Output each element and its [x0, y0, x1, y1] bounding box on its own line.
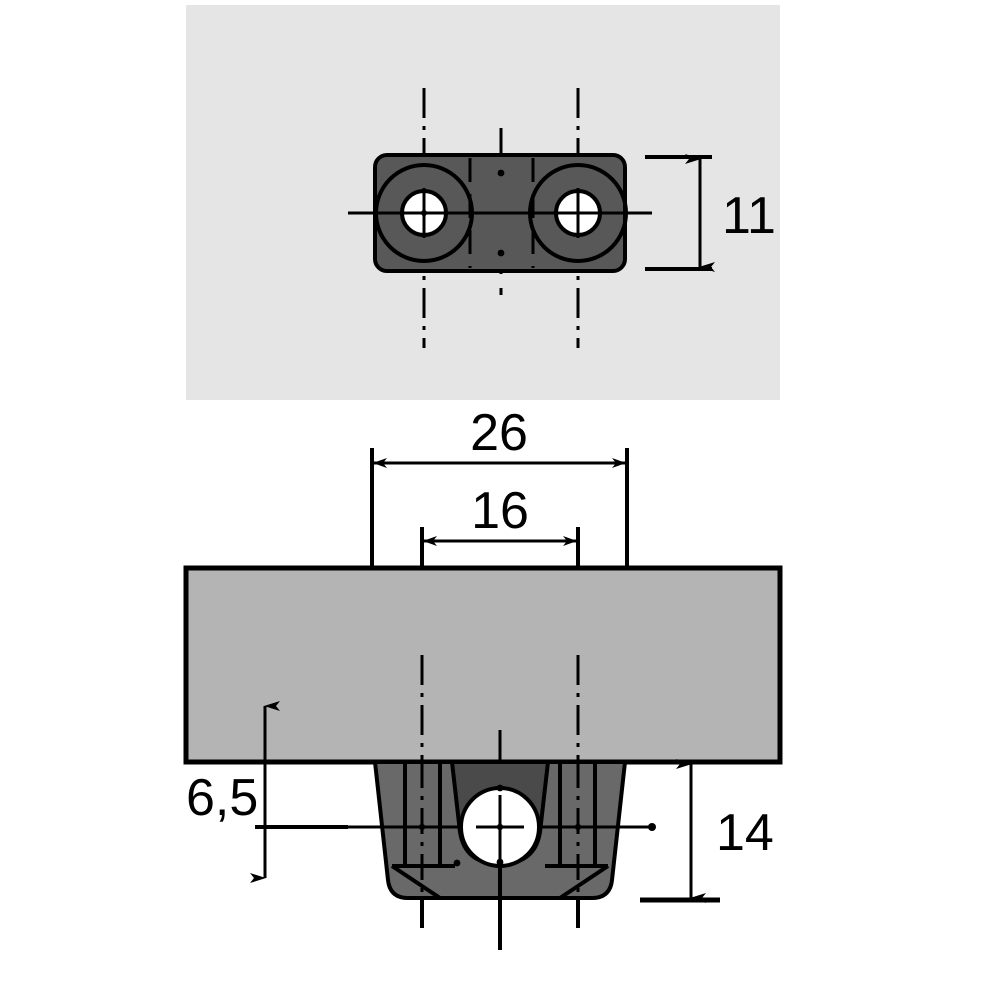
dim-11-label: 11 [722, 187, 776, 245]
section-view-group: 26 16 [183, 404, 783, 950]
panel-cross-section [183, 565, 783, 765]
centerline-dot-left-section [418, 823, 426, 831]
chamfer-line-right [558, 864, 610, 900]
dim-6-5-label: 6,5 [186, 769, 258, 827]
chamfer-line-left [390, 864, 442, 900]
hole-center-dot-left [421, 210, 427, 216]
bracket-hole-axis-dot-bottom [496, 858, 504, 866]
bracket-recess-dot-left [453, 859, 461, 867]
dim-26-label: 26 [470, 404, 528, 462]
dim-16-label: 16 [471, 482, 529, 540]
centerline-dot-center-section [496, 823, 504, 831]
center-axis-dot-upper [497, 169, 505, 177]
bracket-hole-axis-dot-top [496, 784, 504, 792]
centerline-dot-right-section [574, 823, 582, 831]
centerline-end-dot-right [648, 823, 656, 831]
center-axis-dot-lower [497, 249, 505, 257]
top-view-group: 11 [186, 5, 780, 400]
dim-14-label: 14 [716, 804, 774, 862]
